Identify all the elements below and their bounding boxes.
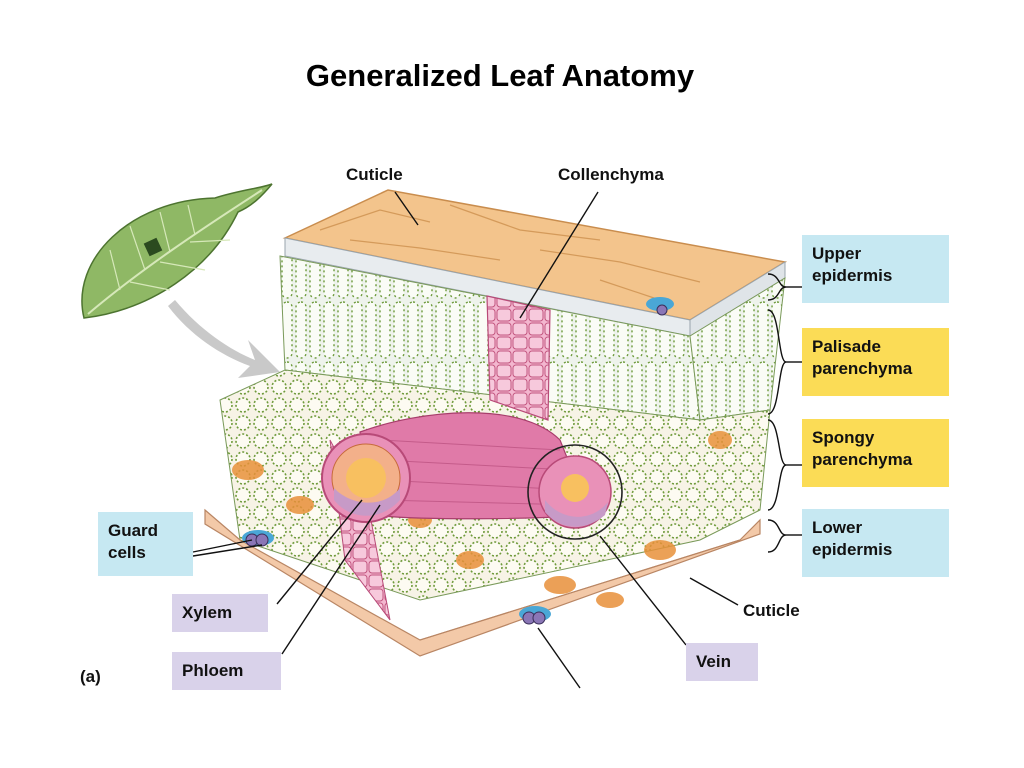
leader-lines bbox=[192, 191, 739, 689]
lower-epidermis-label: Lower epidermis bbox=[802, 509, 949, 577]
palisade-parenchyma-label: Palisade parenchyma bbox=[802, 328, 949, 396]
zoom-arrow bbox=[168, 300, 280, 378]
xylem-label: Xylem bbox=[172, 594, 268, 632]
collenchyma-label: Collenchyma bbox=[558, 165, 664, 184]
vein-label: Vein bbox=[686, 643, 758, 681]
upper-epidermis-label: Upper epidermis bbox=[802, 235, 949, 303]
panel-label: (a) bbox=[80, 667, 101, 686]
guard-cells-label: Guard cells bbox=[98, 512, 193, 576]
phloem-label: Phloem bbox=[172, 652, 281, 690]
cuticle-top-label: Cuticle bbox=[346, 165, 403, 184]
whole-leaf-drawing bbox=[81, 183, 273, 319]
guard-cells-icon bbox=[242, 297, 674, 625]
leaf-block bbox=[204, 189, 788, 657]
page-title: Generalized Leaf Anatomy bbox=[305, 58, 695, 93]
spongy-parenchyma-label: Spongy parenchyma bbox=[802, 419, 949, 487]
layer-braces bbox=[767, 273, 802, 553]
cuticle-bottom-label: Cuticle bbox=[743, 601, 800, 620]
